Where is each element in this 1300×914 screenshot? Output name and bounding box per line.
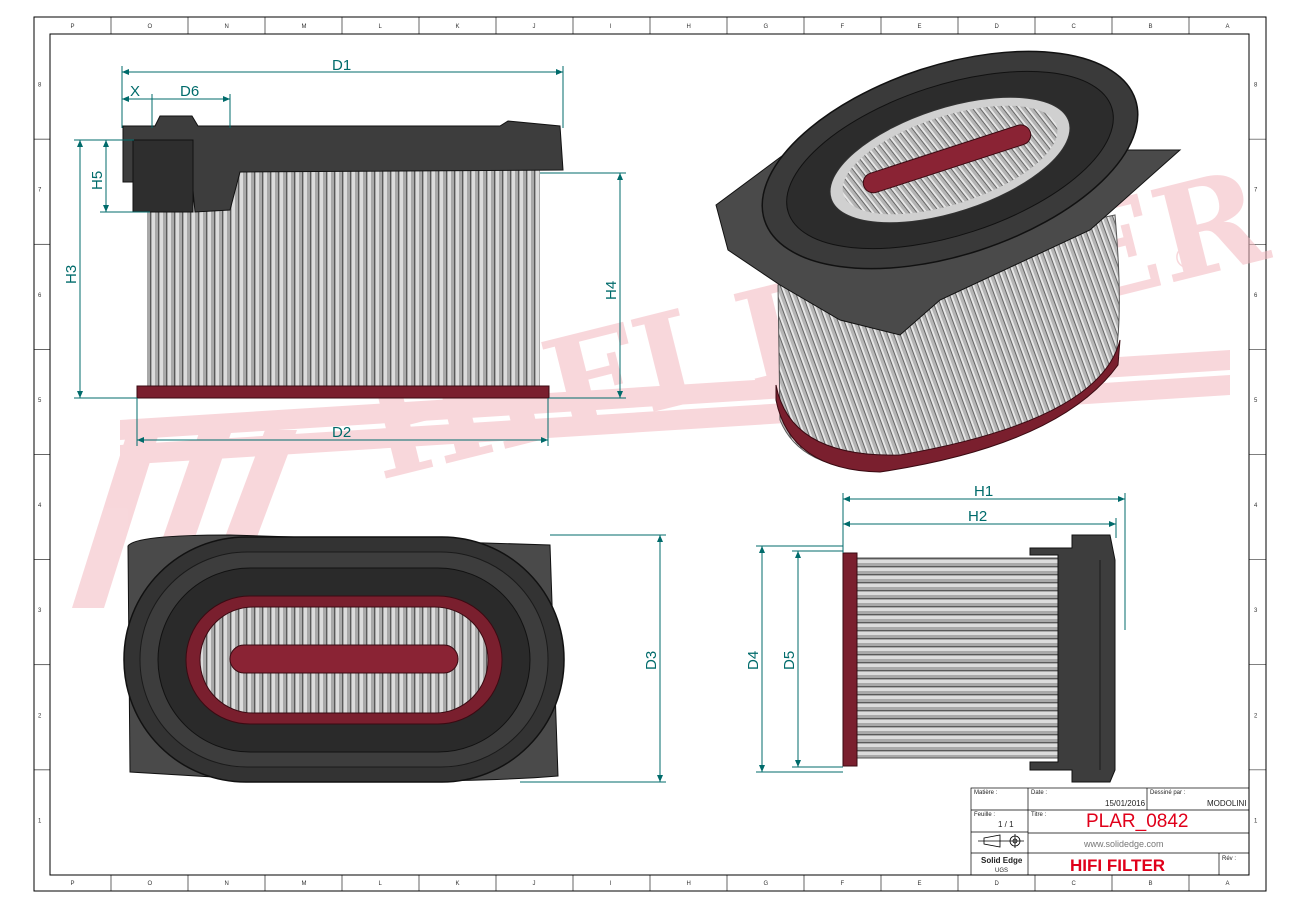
iso-gasket: [775, 339, 1121, 473]
side-pleats: [854, 557, 1061, 759]
dim-d1: D1: [332, 57, 351, 74]
dim-h3: H3: [63, 265, 80, 284]
side-view: [842, 534, 1116, 783]
dim-d4: D4: [745, 651, 762, 670]
tb-software: Solid Edge: [981, 856, 1023, 865]
zone-label: C: [1072, 24, 1077, 30]
zone-label: 6: [1254, 293, 1258, 299]
front-outlet: [132, 139, 194, 213]
zone-label: E: [918, 24, 922, 30]
dim-h5: H5: [89, 171, 106, 190]
zone-label: J: [533, 881, 536, 887]
zone-label: 7: [38, 188, 42, 194]
tb-titre-label: Titre :: [1031, 812, 1046, 818]
front-dimension-lines: [74, 66, 626, 446]
zone-label: K: [456, 24, 460, 30]
zone-label: 5: [1254, 398, 1258, 404]
zone-label: A: [1226, 881, 1230, 887]
top-handle: [229, 644, 459, 674]
zone-label: 1: [1254, 818, 1258, 824]
tb-dessine-label: Dessiné par :: [1150, 790, 1186, 796]
tb-matiere-label: Matière :: [974, 790, 998, 796]
zone-label: I: [610, 24, 612, 30]
title-block: [970, 787, 1250, 876]
dim-x: X: [130, 83, 140, 100]
zone-label: P: [71, 24, 75, 30]
zone-label: H: [687, 881, 691, 887]
zone-label: 5: [38, 398, 42, 404]
zone-label: O: [148, 881, 153, 887]
dim-d2: D2: [332, 424, 351, 441]
tb-software-sub: UGS: [995, 868, 1008, 874]
zone-label: F: [841, 24, 845, 30]
zone-label: L: [379, 881, 383, 887]
tb-date-label: Date :: [1031, 790, 1047, 796]
zone-label: 7: [1254, 188, 1258, 194]
isometric-view: [715, 50, 1182, 473]
top-dimension-lines: [520, 534, 666, 783]
zone-label: 1: [38, 818, 42, 824]
top-view: [123, 534, 565, 783]
zone-label: F: [841, 881, 845, 887]
watermark-registered: ®: [1172, 241, 1202, 276]
zone-markers: P P O O N N M M L L K K J J I I H H G G F F E E D D C C B B A A 8 8 7 7 6 6 5 5…: [34, 17, 1266, 891]
zone-label: P: [71, 881, 75, 887]
zone-label: M: [302, 881, 307, 887]
zone-label: E: [918, 881, 922, 887]
dim-h1: H1: [974, 483, 993, 500]
dim-h2: H2: [968, 508, 987, 525]
zone-label: A: [1226, 24, 1230, 30]
zone-label: I: [610, 881, 612, 887]
tb-date-value: 15/01/2016: [1105, 799, 1146, 808]
zone-label: 3: [1254, 608, 1258, 614]
zone-label: D: [995, 881, 1000, 887]
zone-label: N: [225, 881, 229, 887]
zone-label: G: [764, 881, 769, 887]
zone-label: 2: [38, 713, 42, 719]
zone-label: 8: [1254, 83, 1258, 89]
zone-label: N: [225, 24, 229, 30]
side-dimension-lines: [756, 493, 1126, 773]
zone-label: 3: [38, 608, 42, 614]
zone-label: J: [533, 24, 536, 30]
zone-label: B: [1149, 24, 1153, 30]
dim-d3: D3: [643, 651, 660, 670]
zone-label: 4: [38, 503, 42, 509]
tb-dessine-value: MODOLINI: [1207, 799, 1247, 808]
zone-label: L: [379, 24, 383, 30]
projection-symbol-icon: [978, 834, 1024, 848]
dim-h4: H4: [603, 281, 620, 300]
zone-label: H: [687, 24, 691, 30]
zone-label: B: [1149, 881, 1153, 887]
zone-label: 4: [1254, 503, 1258, 509]
tb-rev-label: Rév :: [1222, 856, 1236, 862]
side-housing: [1029, 534, 1116, 783]
zone-label: C: [1072, 881, 1077, 887]
dim-d6: D6: [180, 83, 199, 100]
front-gasket: [136, 385, 550, 399]
zone-label: 8: [38, 83, 42, 89]
tb-company: HIFI FILTER: [1070, 856, 1165, 875]
tb-feuille-label: Feuille :: [974, 812, 995, 818]
zone-label: G: [764, 24, 769, 30]
side-gasket: [842, 552, 858, 767]
zone-label: M: [302, 24, 307, 30]
iso-handle: [862, 124, 1032, 194]
front-view: [122, 115, 564, 399]
zone-label: 6: [38, 293, 42, 299]
tb-feuille-value: 1 / 1: [998, 820, 1014, 829]
dim-d5: D5: [781, 651, 798, 670]
zone-label: K: [456, 881, 460, 887]
zone-label: D: [995, 24, 1000, 30]
zone-label: 2: [1254, 713, 1258, 719]
tb-website: www.solidedge.com: [1083, 839, 1164, 849]
zone-label: O: [148, 24, 153, 30]
tb-titre-value: PLAR_0842: [1086, 811, 1188, 832]
